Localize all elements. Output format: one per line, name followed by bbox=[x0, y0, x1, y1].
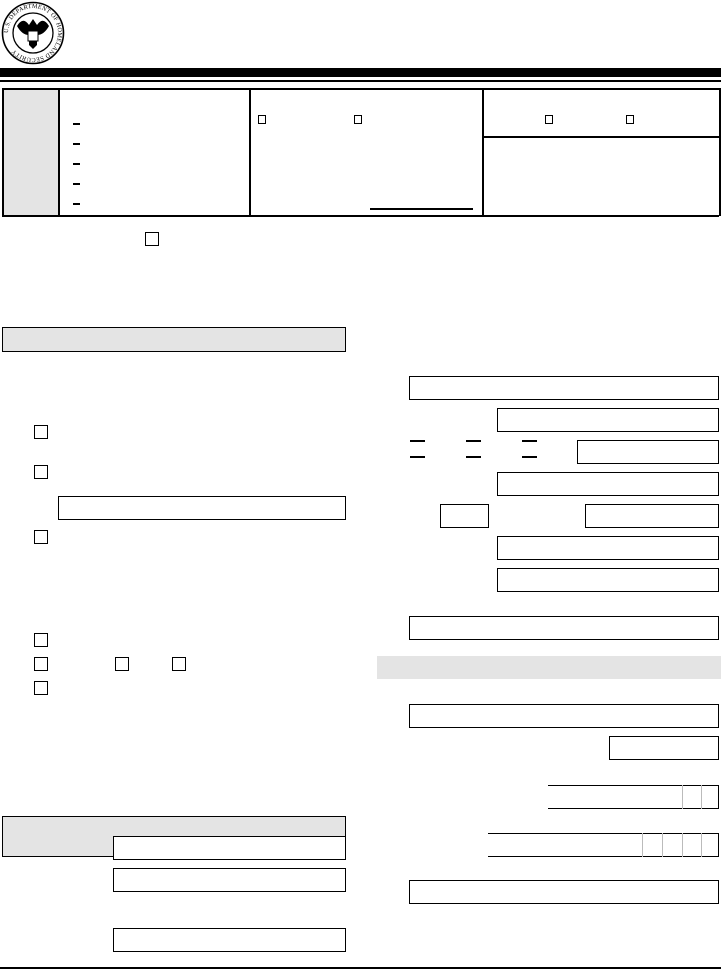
text-field[interactable] bbox=[113, 868, 346, 892]
top-table-divider-1 bbox=[58, 88, 60, 216]
text-field[interactable] bbox=[409, 880, 719, 904]
text-field[interactable] bbox=[113, 836, 346, 860]
top-table-right-split bbox=[482, 136, 719, 138]
date-dash bbox=[466, 456, 481, 458]
checkbox[interactable] bbox=[34, 681, 48, 695]
checkbox[interactable] bbox=[626, 115, 634, 124]
date-dash bbox=[466, 440, 481, 442]
text-field[interactable] bbox=[409, 376, 719, 400]
text-field[interactable] bbox=[577, 440, 719, 464]
top-table-right-border bbox=[719, 88, 721, 216]
top-table-left-border bbox=[2, 88, 4, 216]
text-field[interactable] bbox=[113, 928, 346, 952]
text-field[interactable] bbox=[497, 536, 719, 560]
checkbox[interactable] bbox=[115, 657, 129, 671]
text-field[interactable] bbox=[497, 408, 719, 432]
segmented-field[interactable] bbox=[548, 785, 719, 809]
receipt-dash bbox=[73, 163, 80, 165]
checkbox[interactable] bbox=[545, 115, 553, 124]
text-field[interactable] bbox=[585, 504, 719, 528]
checkbox[interactable] bbox=[145, 232, 159, 246]
receipt-dash bbox=[73, 143, 80, 145]
text-field[interactable] bbox=[609, 736, 719, 760]
top-table-divider-3 bbox=[482, 88, 484, 216]
top-table-top-border bbox=[2, 88, 719, 90]
receipt-dash bbox=[73, 203, 80, 205]
footer-rule bbox=[0, 967, 721, 969]
date-dash bbox=[410, 456, 425, 458]
checkbox[interactable] bbox=[34, 465, 48, 479]
text-field[interactable] bbox=[440, 504, 489, 528]
signature-line bbox=[370, 208, 473, 210]
checkbox[interactable] bbox=[34, 633, 48, 647]
checkbox[interactable] bbox=[354, 115, 362, 124]
text-field[interactable] bbox=[497, 472, 719, 496]
segment-divider bbox=[682, 785, 683, 809]
text-field[interactable] bbox=[497, 568, 719, 592]
segment-divider bbox=[701, 785, 702, 809]
dhs-seal-logo: U.S. DEPARTMENT OF HOMELAND SECURITY bbox=[1, 1, 65, 65]
segmented-field[interactable] bbox=[488, 833, 719, 857]
receipt-dash bbox=[73, 123, 80, 125]
checkbox[interactable] bbox=[34, 657, 48, 671]
header-black-bar bbox=[0, 68, 721, 77]
segment-divider bbox=[662, 833, 663, 857]
checkbox[interactable] bbox=[34, 425, 48, 439]
segment-divider bbox=[642, 833, 643, 857]
receipt-dash bbox=[73, 183, 80, 185]
section-header bbox=[2, 327, 346, 352]
text-field[interactable] bbox=[409, 704, 719, 728]
segment-divider bbox=[682, 833, 683, 857]
office-use-gray-cell bbox=[2, 88, 58, 216]
segment-divider bbox=[701, 833, 702, 857]
text-field[interactable] bbox=[409, 616, 719, 640]
date-dash bbox=[410, 440, 425, 442]
checkbox[interactable] bbox=[34, 530, 48, 544]
header-rule bbox=[0, 80, 721, 82]
date-dash bbox=[522, 456, 537, 458]
top-table-bottom-border bbox=[2, 215, 719, 217]
section-header bbox=[377, 656, 721, 679]
checkbox[interactable] bbox=[172, 657, 186, 671]
checkbox[interactable] bbox=[258, 115, 266, 124]
date-dash bbox=[522, 440, 537, 442]
text-field[interactable] bbox=[58, 496, 346, 520]
top-table-divider-2 bbox=[249, 88, 251, 216]
dhs-seal-icon: U.S. DEPARTMENT OF HOMELAND SECURITY bbox=[1, 1, 65, 65]
